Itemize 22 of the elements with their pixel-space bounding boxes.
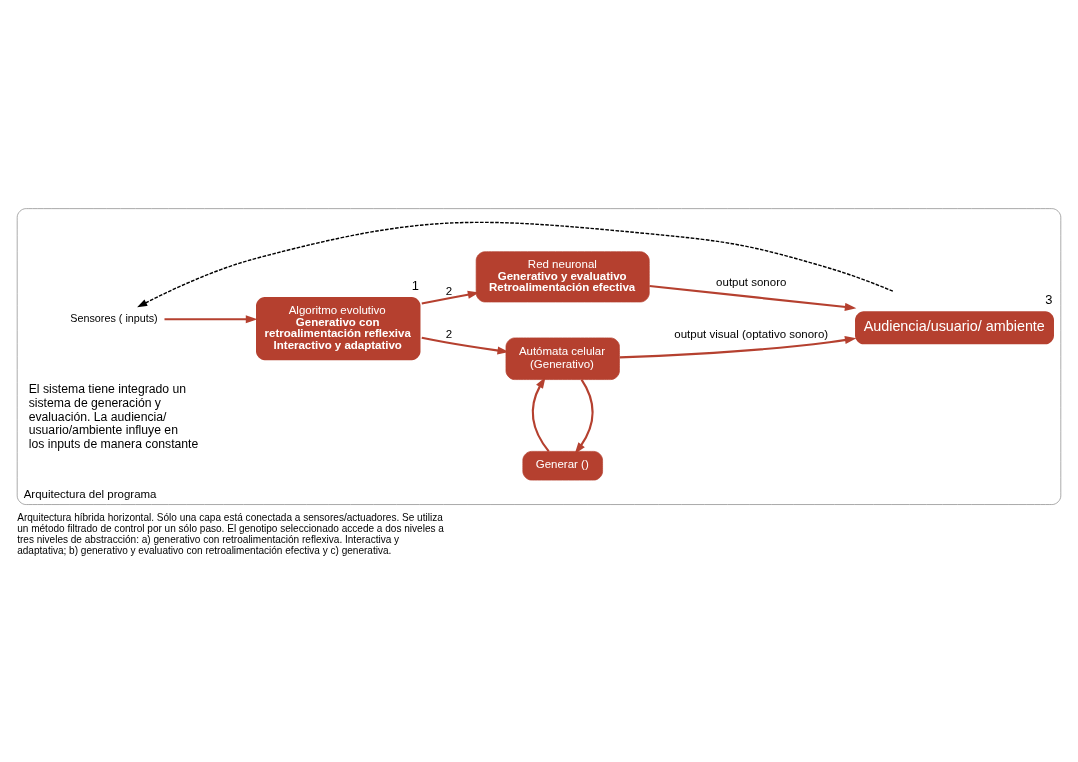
- edge-label: 2: [445, 328, 453, 341]
- edge-label: 2: [445, 284, 453, 297]
- arrow: [421, 290, 480, 305]
- caption: Arquitectura híbrida horizontal. Sólo una capa está conectada a sensores/actuadores. Se utiliza un método filtrado de control por un sólo paso. El genotipo seleccionado accede a dos niveles a tres niveles de abstracción: a) generativo con retroalimentación reflexiva. Interactiva y adaptativa; b) generativo y evaluativo con retroalimentación efectiva y c) generativa.: [17, 512, 444, 556]
- edge-label: output sonoro: [716, 276, 787, 289]
- node-box: Audiencia/usuario/ ambiente: [855, 311, 1054, 345]
- edge-label: output visual (optativo sonoro): [674, 328, 829, 341]
- node-box: Red neuronal Generativo y evaluativo Retroalimentación efectiva: [475, 251, 650, 303]
- arrow: [137, 221, 894, 308]
- node-box: Algoritmo evolutivo Generativo con retroalimentación reflexiva Interactivo y adaptativo: [256, 296, 421, 361]
- arrow: [619, 336, 857, 359]
- label: El sistema tiene integrado un sistema de generación y evaluación. La audiencia/ usuario/ambiente influye en los inputs de manera constante: [28, 382, 199, 451]
- arrow: [649, 285, 857, 311]
- node-label: 3: [1045, 292, 1053, 308]
- arrow: [164, 315, 258, 324]
- arrow: [421, 336, 509, 355]
- arrow: [531, 376, 550, 452]
- node-box: Autómata celular (Generativo): [505, 337, 620, 380]
- node-text: Sensores ( inputs): [70, 311, 158, 324]
- arrow: [574, 379, 594, 454]
- node-label: 1: [411, 278, 420, 294]
- node-box: Generar (): [522, 451, 603, 481]
